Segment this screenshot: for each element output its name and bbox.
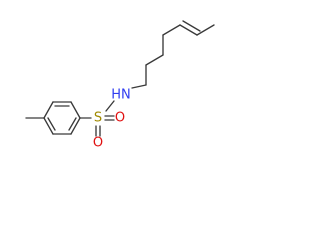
bond-chain-3 — [145, 54, 164, 66]
ring-bond-1 — [70, 101, 81, 119]
ring-bond-3 — [43, 101, 54, 119]
bond-chain-1 — [131, 84, 147, 89]
oxygen-bottom-label: O — [93, 136, 103, 151]
bond-chain-5 — [162, 24, 181, 36]
ring-bond-6 — [70, 117, 81, 135]
bond-chain-6-double-b — [182, 20, 201, 32]
chemical-structure: HN S O O — [25, 20, 215, 151]
bond-n-s — [105, 100, 115, 112]
benzene-ring — [43, 101, 81, 135]
ring-inner-bond-right — [68, 117, 77, 131]
bond-chain-6-double-a — [179, 24, 198, 36]
nh-label: HN — [111, 88, 131, 103]
oxygen-right-label: O — [115, 111, 125, 126]
sulfonyl-bonds — [95, 115, 115, 137]
ring-inner-bond-left — [47, 117, 56, 131]
bond-chain-7 — [196, 24, 215, 36]
ring-bond-4 — [43, 117, 54, 135]
hexenyl-chain — [131, 20, 215, 89]
sulfur-label: S — [94, 111, 102, 126]
